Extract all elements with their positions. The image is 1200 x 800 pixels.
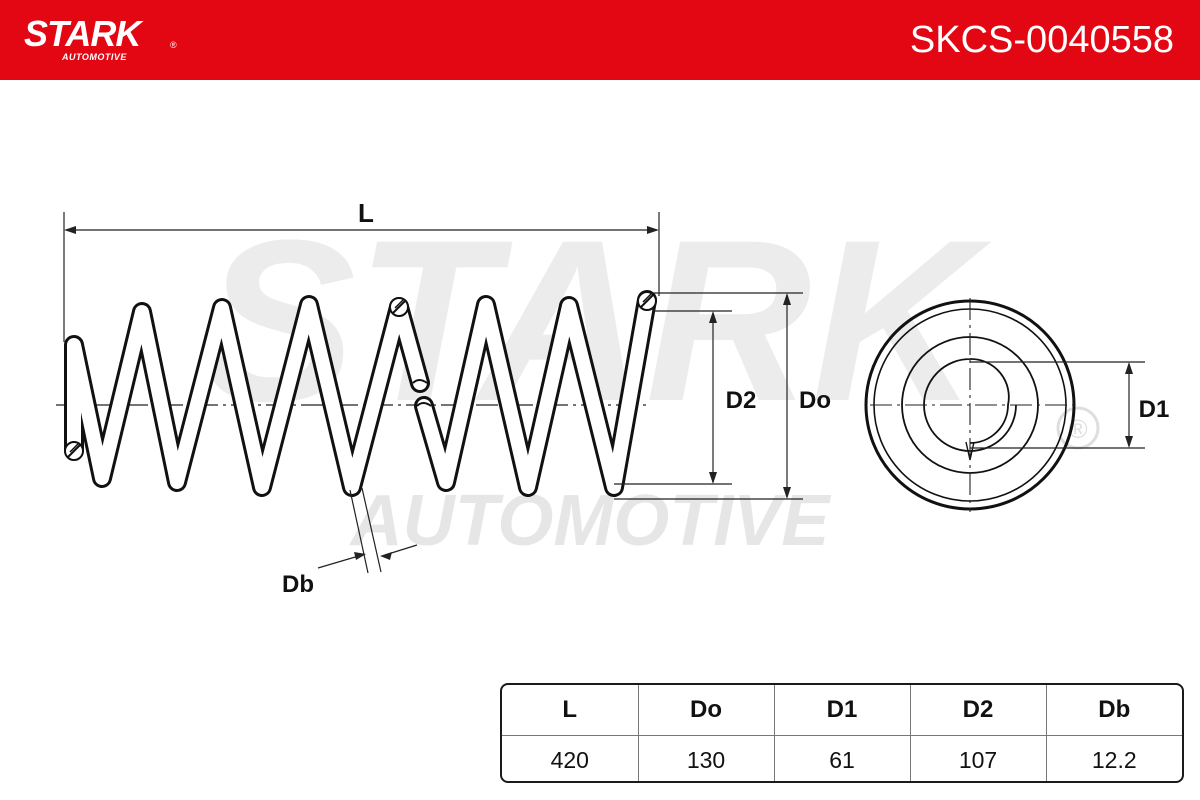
logo-registered-mark: ® [170, 40, 177, 50]
spec-header-l: L [502, 685, 639, 736]
db-dimension [317, 487, 418, 574]
logo-brand: STARK [24, 13, 141, 54]
db-label: Db [282, 571, 314, 598]
wire-sections [64, 291, 657, 461]
spec-value-d1: 61 [774, 735, 911, 781]
spec-header-d1: D1 [774, 685, 911, 736]
db-extension-left [349, 489, 369, 574]
length-label: L [358, 198, 374, 228]
do-dimension [614, 292, 803, 500]
spec-table-header-row: L Do D1 D2 Db [502, 685, 1182, 736]
db-extension-right [361, 487, 382, 573]
d1-dimension [970, 361, 1145, 449]
break-marks [412, 379, 432, 407]
header-bar: STARK ® AUTOMOTIVE SKCS-0040558 [0, 0, 1200, 80]
spec-header-do: Do [638, 685, 775, 736]
d1-label: D1 [1139, 396, 1170, 423]
watermark-subtitle: AUTOMOTIVE [349, 481, 832, 561]
stark-logo: STARK ® AUTOMOTIVE [24, 14, 194, 68]
spec-value-l: 420 [502, 735, 639, 781]
logo-subtitle: AUTOMOTIVE [62, 52, 127, 62]
spec-header-d2: D2 [910, 685, 1047, 736]
spec-value-db: 12.2 [1091, 746, 1137, 773]
length-arrow-right [647, 226, 659, 234]
spec-table: L Do D1 D2 Db 420 130 61 107 12.2 [500, 683, 1184, 783]
spec-value-d2: 107 [910, 735, 1047, 781]
part-number: SKCS-0040558 [909, 19, 1174, 61]
length-dimension [63, 212, 660, 342]
spec-table-value-row: 420 130 61 107 12.2 [502, 735, 1182, 781]
spec-header-db: Db [1046, 685, 1182, 736]
spring-coils [64, 290, 657, 497]
length-arrow-left [64, 226, 76, 234]
end-view-spiral [923, 358, 1017, 452]
watermark: STARK AUTOMOTIVE ® [202, 192, 1100, 561]
d2-dimension [614, 310, 732, 485]
db-leader-left [317, 554, 363, 569]
spec-value-do: 130 [638, 735, 775, 781]
do-label: Do [799, 387, 831, 414]
d2-label: D2 [726, 387, 757, 414]
spring-end-view [864, 298, 1076, 512]
